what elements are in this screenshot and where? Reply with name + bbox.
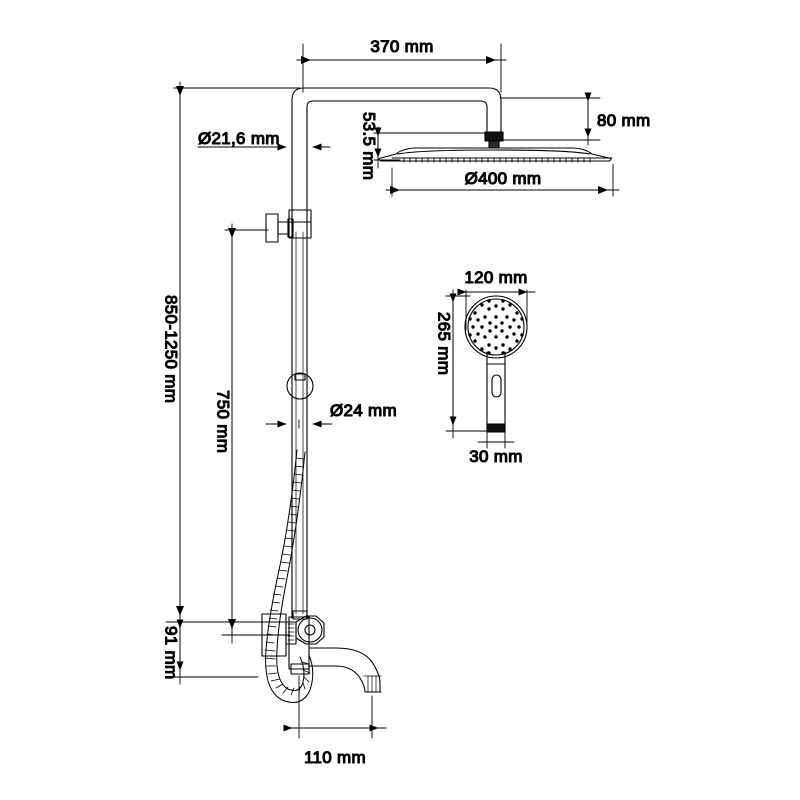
slider-holder (286, 372, 314, 400)
dimension-hand-head-diameter (457, 288, 536, 331)
label-hand-head-diameter: 120 mm (464, 268, 527, 287)
label-head-thickness: 53.5 mm (360, 112, 379, 180)
label-arm-reach: 370 mm (370, 37, 433, 56)
dimension-arm-reach (296, 43, 507, 93)
dimension-mixer-height (165, 615, 263, 685)
shower-arm (291, 87, 504, 230)
label-head-diameter: Ø400 mm (465, 169, 542, 188)
dimension-riser-height (173, 81, 301, 631)
dimension-head-diameter (385, 163, 620, 197)
label-hand-length: 265 mm (435, 312, 454, 375)
dimension-slider-travel (221, 223, 291, 644)
dimension-head-offset (499, 92, 601, 146)
rain-shower-head (378, 147, 613, 163)
label-hand-handle-width: 30 mm (469, 447, 522, 466)
label-slider-rod-diameter: Ø24 mm (330, 401, 397, 420)
dimension-riser-diameter (197, 127, 331, 167)
bath-spout (308, 647, 382, 693)
hand-shower (464, 295, 528, 433)
label-head-offset: 80 mm (597, 111, 650, 130)
dimension-spout-projection (283, 675, 387, 739)
flexible-hose (264, 449, 314, 703)
dimension-slider-rod-diameter (265, 397, 333, 433)
label-riser-height: 850-1250 mm (162, 295, 181, 403)
label-mixer-height: 91 mm (162, 626, 181, 679)
riser-pipe (291, 228, 308, 619)
label-spout-projection: 110 mm (304, 748, 366, 767)
label-slider-travel: 750 mm (214, 390, 233, 453)
wall-bracket (265, 209, 312, 243)
dimension-head-thickness (373, 126, 488, 169)
label-riser-diameter: Ø21,6 mm (198, 129, 280, 148)
dimension-hand-length (445, 289, 488, 439)
dimension-hand-handle-width (477, 431, 515, 449)
diverter-handle (295, 615, 325, 645)
